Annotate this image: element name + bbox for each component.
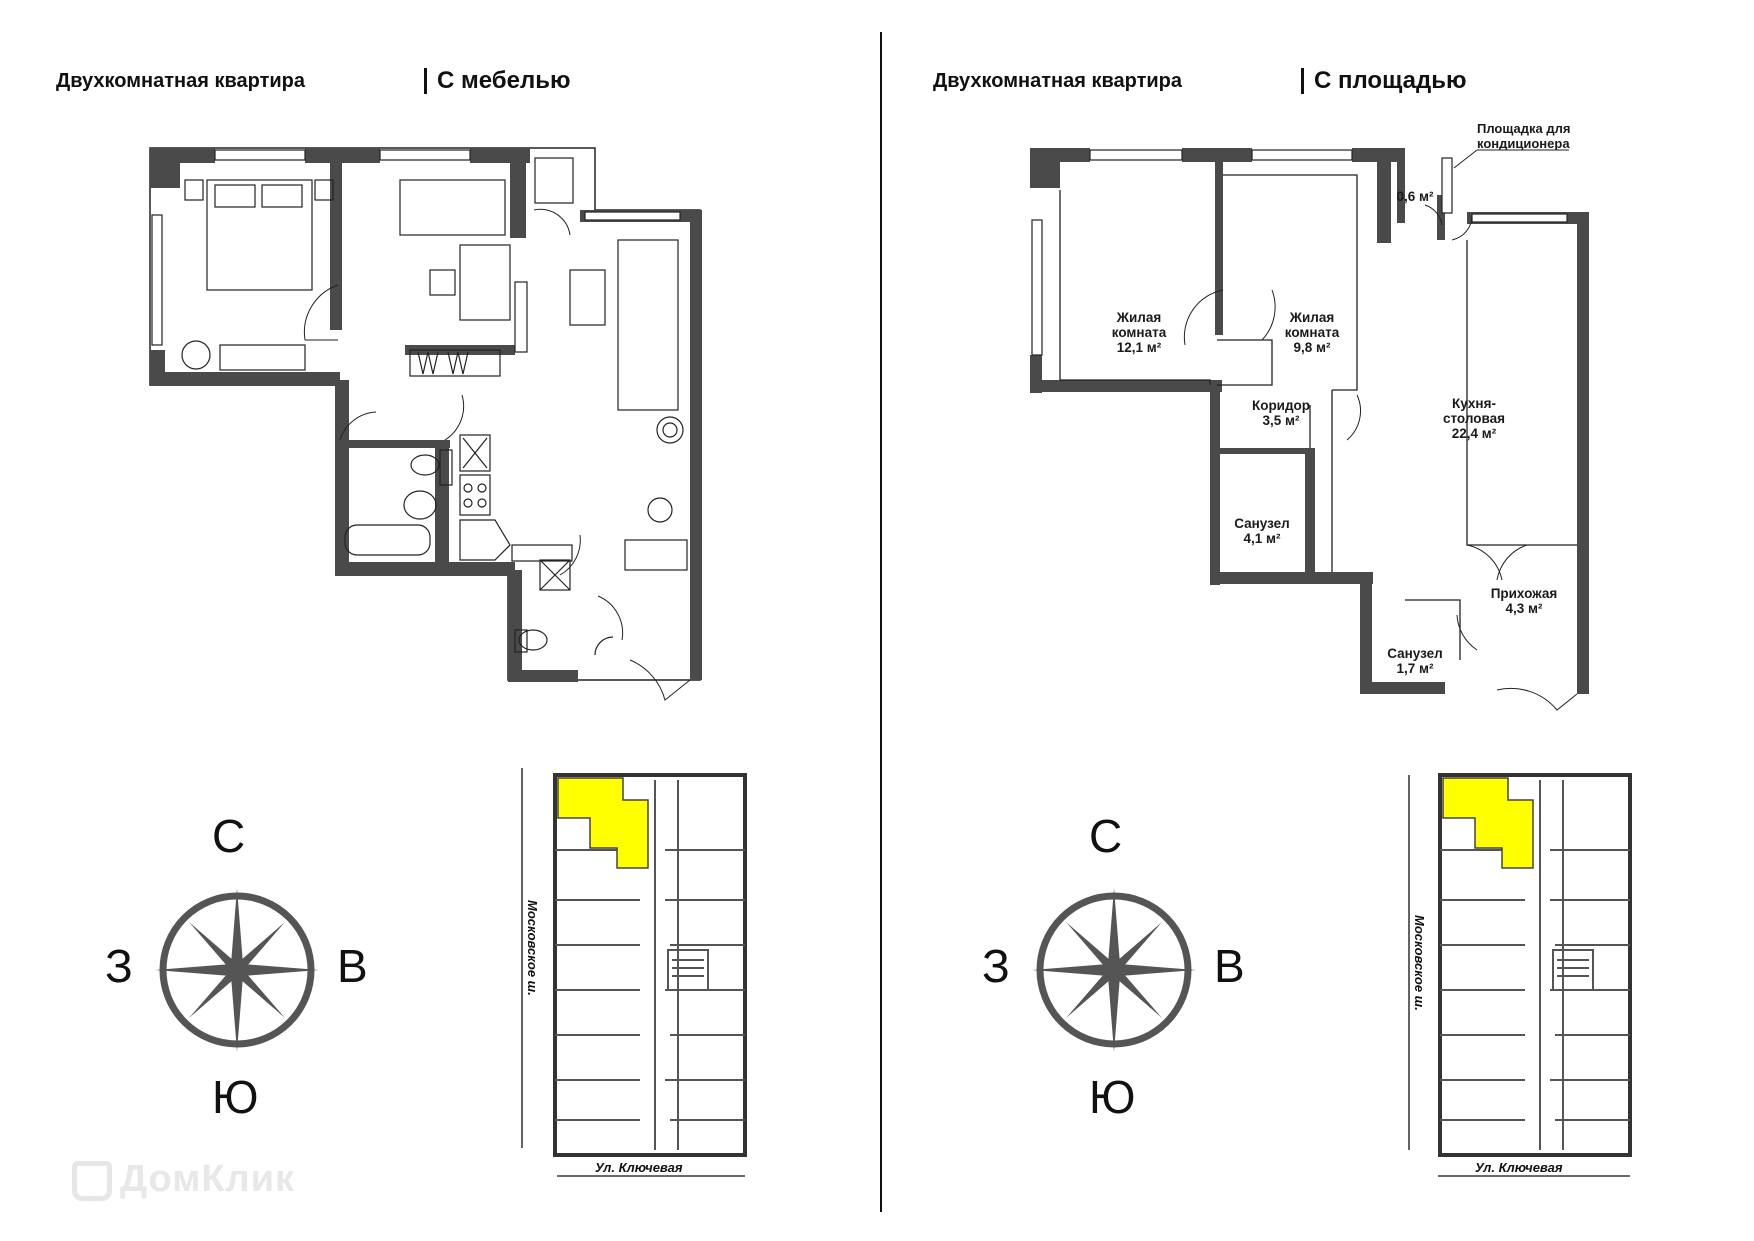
desk [459, 244, 511, 321]
toilet [410, 454, 440, 476]
kitchen-label: Кухня- [1452, 396, 1496, 411]
living-room-1-area: 12,1 м² [1117, 340, 1162, 355]
wardrobe [409, 349, 501, 377]
watermark-text: ДомКлик [120, 1158, 296, 1200]
corridor-area: 3,5 м² [1263, 413, 1301, 428]
bathtub [344, 524, 431, 556]
panel-divider [880, 32, 882, 1212]
street-side-label: Московское ш. [1412, 915, 1427, 1011]
compass-south: Ю [1089, 1071, 1135, 1123]
apartment-title: Двухкомнатная квартира [933, 70, 1183, 92]
compass-east: В [337, 940, 368, 992]
compass-rose: С Ю З В [982, 810, 1245, 1123]
building-site-plan: Московское ш. Ул. Ключевая [521, 768, 747, 1177]
building-site-plan: Московское ш. Ул. Ключевая [1408, 773, 1632, 1177]
living-room-2-label: Жилая [1289, 310, 1334, 325]
compass-west: З [105, 940, 133, 992]
ac-platform-label-1: Площадка для [1477, 121, 1570, 136]
corridor-label: Коридор [1252, 398, 1310, 413]
ac-area-label: 0,6 м² [1397, 189, 1435, 204]
compass-rose: С Ю З В [105, 810, 368, 1123]
bathroom-2-label: Санузел [1387, 646, 1443, 661]
sofa [617, 239, 679, 411]
kitchen-area: 22,4 м² [1452, 426, 1497, 441]
single-bed [399, 179, 506, 236]
ac-platform-label-2: кондиционера [1477, 136, 1570, 151]
panel-areas: Двухкомнатная квартира С площадью [877, 0, 1754, 1241]
street-side-label: Московское ш. [525, 900, 540, 996]
windows [151, 149, 681, 346]
living-room-2-label-2: комната [1285, 325, 1340, 340]
bathroom-2-area: 1,7 м² [1397, 661, 1435, 676]
compass-south: Ю [212, 1071, 258, 1123]
living-room-1-label-2: комната [1112, 325, 1167, 340]
bathroom-1-label: Санузел [1234, 516, 1290, 531]
sink [403, 490, 437, 520]
hallway-area: 4,3 м² [1506, 601, 1544, 616]
apartment-title: Двухкомнатная квартира [56, 70, 306, 92]
compass-north: С [212, 810, 245, 862]
doors [303, 208, 691, 701]
double-bed [206, 179, 313, 291]
house-icon [72, 1160, 112, 1201]
compass-west: З [982, 940, 1010, 992]
compass-east: В [1214, 940, 1245, 992]
doors [1183, 204, 1578, 711]
domclick-watermark: ДомКлик [72, 1158, 295, 1201]
kitchen-label-2: столовая [1443, 411, 1505, 426]
bathroom-1-area: 4,1 м² [1244, 531, 1282, 546]
stove [459, 474, 491, 516]
street-bottom-label: Ул. Ключевая [595, 1160, 683, 1175]
furniture [181, 157, 688, 656]
furnished-floor-plan [149, 147, 702, 701]
highlighted-apartment [557, 777, 649, 869]
living-room-1-label: Жилая [1116, 310, 1161, 325]
area-floor-plan: Площадка для кондиционера 0,6 м² Жилая к… [1030, 121, 1589, 711]
living-room-2-area: 9,8 м² [1294, 340, 1332, 355]
walls [1030, 148, 1589, 694]
compass-north: С [1089, 810, 1122, 862]
variant-title: С мебелью [424, 68, 570, 94]
variant-title: С площадью [1301, 68, 1466, 94]
street-bottom-label: Ул. Ключевая [1475, 1160, 1563, 1175]
highlighted-apartment [1442, 777, 1534, 869]
panel-furnished: Двухкомнатная квартира С мебелью [56, 68, 747, 1177]
hallway-label: Прихожая [1491, 586, 1558, 601]
